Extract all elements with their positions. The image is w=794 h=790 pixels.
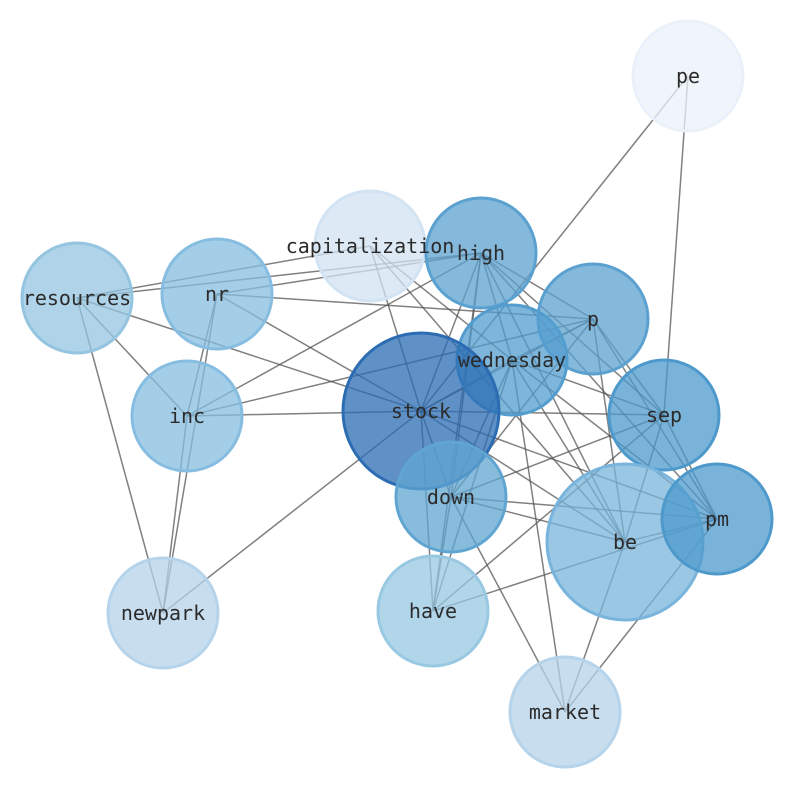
node-label-nr: nr bbox=[205, 282, 229, 306]
node-label-market: market bbox=[529, 700, 601, 724]
node-sep bbox=[607, 358, 721, 472]
node-label-pm: pm bbox=[705, 507, 729, 531]
node-market bbox=[508, 655, 622, 769]
edge-pe-sep bbox=[663, 75, 689, 416]
node-label-pe: pe bbox=[676, 64, 700, 88]
node-label-wednesday: wednesday bbox=[458, 348, 566, 372]
node-down bbox=[394, 440, 508, 554]
node-pe bbox=[631, 19, 745, 133]
node-label-inc: inc bbox=[169, 404, 205, 428]
node-have bbox=[376, 554, 490, 668]
node-newpark bbox=[106, 556, 220, 670]
edge-wednesday-market bbox=[511, 359, 566, 713]
node-label-resources: resources bbox=[23, 286, 131, 310]
node-label-p: p bbox=[587, 307, 599, 331]
node-high bbox=[424, 196, 538, 310]
node-inc bbox=[130, 359, 244, 473]
node-pm bbox=[660, 462, 774, 576]
node-label-stock: stock bbox=[391, 399, 451, 423]
node-label-capitalization: capitalization bbox=[286, 234, 455, 258]
node-resources bbox=[20, 241, 134, 355]
node-label-high: high bbox=[457, 241, 505, 265]
node-label-newpark: newpark bbox=[121, 601, 205, 625]
node-label-be: be bbox=[613, 530, 637, 554]
node-nr bbox=[160, 237, 274, 351]
node-label-down: down bbox=[427, 485, 475, 509]
node-label-sep: sep bbox=[646, 403, 682, 427]
edge-high-pm bbox=[480, 252, 718, 520]
node-label-have: have bbox=[409, 599, 457, 623]
